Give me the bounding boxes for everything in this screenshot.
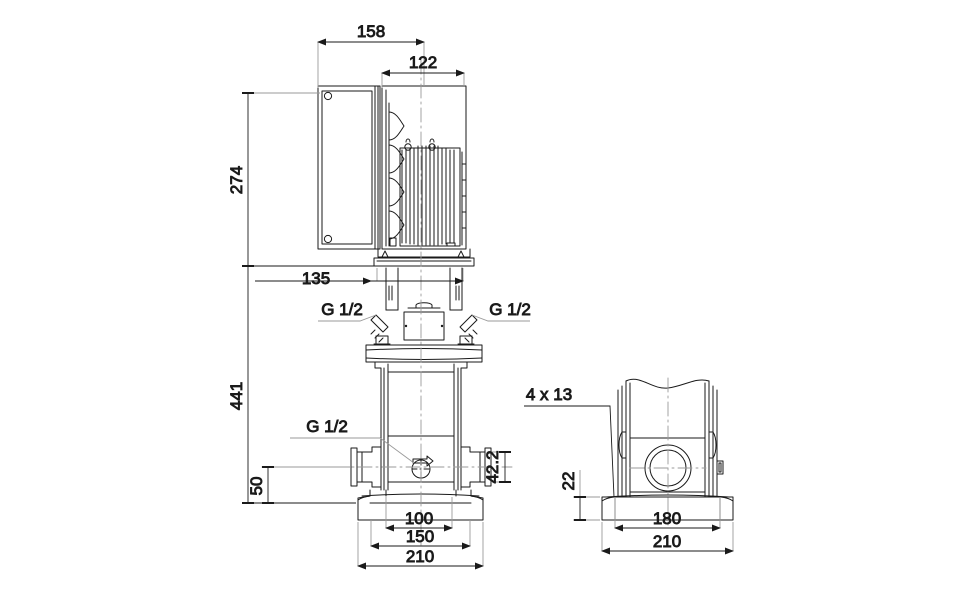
dimension-158 [317, 38, 425, 88]
dimension-210-side-label: 210 [653, 532, 681, 551]
side-view-base [601, 378, 734, 521]
dimension-42-2-label: 42.2 [483, 450, 502, 483]
motor-assembly [317, 85, 475, 267]
dimension-100 [385, 497, 453, 532]
callout-g12-right-label: G 1/2 [489, 300, 531, 319]
dimension-180 [614, 497, 721, 532]
dimension-274 [242, 92, 374, 267]
dimension-50-label: 50 [247, 477, 266, 496]
motor-flange [373, 248, 475, 267]
dimension-210-front-label: 210 [406, 547, 434, 566]
pump-base [357, 489, 484, 521]
dimension-50 [262, 466, 350, 504]
pump-head [365, 314, 483, 363]
dimension-441-label: 441 [227, 382, 246, 410]
callout-base-holes-label: 4 x 13 [526, 385, 572, 404]
dimension-135-label: 135 [302, 269, 330, 288]
dimension-274-label: 274 [227, 166, 246, 194]
dimension-135 [255, 268, 464, 285]
callout-g12-drain-label: G 1/2 [306, 417, 348, 436]
motor-fin-pack [381, 85, 467, 250]
dimension-122-label: 122 [409, 53, 437, 72]
callout-g12-right [471, 314, 530, 322]
dimension-210-front [357, 522, 484, 570]
air-vent-plug-left [370, 314, 391, 345]
dimension-210-side [601, 522, 734, 555]
dimension-100-label: 100 [405, 509, 433, 528]
dimension-122 [381, 69, 465, 88]
dimension-42-2 [491, 451, 511, 483]
callout-g12-left-label: G 1/2 [321, 300, 363, 319]
callout-g12-left [318, 314, 377, 322]
coupling-stool [385, 267, 463, 341]
dimension-22 [573, 470, 600, 521]
dimension-150 [370, 520, 471, 550]
air-vent-plug-right [457, 314, 478, 345]
callout-base-holes [524, 405, 615, 498]
dimension-158-label: 158 [357, 22, 385, 41]
terminal-box [317, 85, 381, 250]
dimension-180-label: 180 [653, 509, 681, 528]
dimension-150-label: 150 [406, 527, 434, 546]
dimension-22-label: 22 [559, 472, 578, 491]
callout-g12-drain [290, 437, 415, 464]
